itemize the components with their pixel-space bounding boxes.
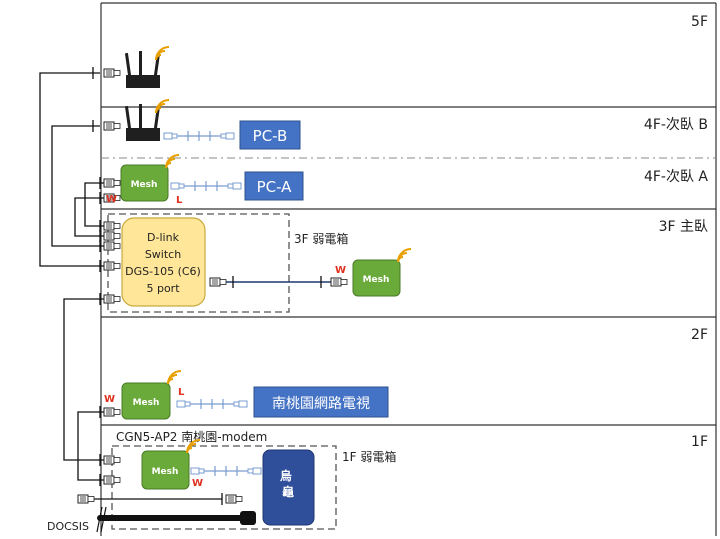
- wall-jacks: [92, 67, 223, 505]
- floor-label-4f-b: 4F-次臥 B: [644, 117, 708, 133]
- cable-to-tv: [176, 398, 248, 410]
- router-1f-char-2: 龜: [282, 484, 294, 499]
- mesh-4f-a: Mesh: [120, 154, 180, 202]
- pc-b-box: [239, 120, 301, 150]
- router-1f-char-1: 烏: [280, 468, 292, 483]
- floor-label-4f-a: 4F-次臥 A: [644, 169, 708, 185]
- switch-box: [121, 217, 206, 307]
- switch-line-1: D-link: [147, 231, 180, 244]
- cable-to-pc-b: [163, 130, 235, 142]
- switch-line-4: 5 port: [146, 282, 180, 295]
- mesh-3f-label: Mesh: [363, 275, 390, 285]
- router-1f-box: [262, 449, 315, 526]
- mesh-3f-plug: [330, 277, 348, 287]
- marker-w-4f-a: W: [106, 194, 117, 205]
- router-1f-label: 烏 龜: [280, 468, 296, 499]
- tv-box: [253, 386, 389, 418]
- mesh-3f: Mesh: [352, 248, 412, 297]
- weak-box-1f-label: 1F 弱電箱: [342, 449, 396, 464]
- floor-label-3f: 3F 主臥: [659, 219, 708, 235]
- mesh-4f-a-label: Mesh: [131, 180, 158, 190]
- floor-label-5f: 5F: [691, 14, 708, 30]
- floor-label-2f: 2F: [691, 327, 708, 343]
- docsis-cable: [96, 506, 256, 533]
- floor-label-1f: 1F: [691, 434, 708, 450]
- pc-a-box: [244, 171, 304, 201]
- floor-frame: [100, 2, 717, 536]
- switch-line-3: DGS-105 (C6): [125, 265, 201, 278]
- cable-to-pc-a: [170, 180, 242, 192]
- backbone-cables: [39, 72, 222, 500]
- pc-a-label: PC-A: [257, 178, 293, 196]
- mesh-1f-label: Mesh: [152, 467, 179, 477]
- switch-port-plug: [209, 277, 227, 287]
- marker-l-4f-a: L: [176, 195, 183, 206]
- mesh-2f: Mesh: [121, 370, 182, 420]
- docsis-label: DOCSIS: [47, 520, 89, 533]
- modem-label: CGN5-AP2 南桃園-modem: [116, 429, 267, 444]
- router-4f-b: [124, 99, 170, 141]
- cable-to-router: [190, 465, 262, 477]
- mesh-1f: Mesh: [141, 439, 201, 490]
- mesh-2f-label: Mesh: [133, 398, 160, 408]
- router-5f: [124, 46, 170, 88]
- weak-box-3f-label: 3F 弱電箱: [294, 231, 348, 246]
- pc-b-label: PC-B: [253, 127, 288, 145]
- switch-line-2: Switch: [145, 248, 181, 261]
- marker-l-2f: L: [178, 387, 185, 398]
- marker-w-3f: W: [335, 265, 346, 276]
- tv-label: 南桃園網路電視: [272, 396, 370, 412]
- marker-w-1f: W: [192, 478, 203, 489]
- marker-w-2f: W: [104, 394, 115, 405]
- weak-box-1f: [111, 445, 337, 530]
